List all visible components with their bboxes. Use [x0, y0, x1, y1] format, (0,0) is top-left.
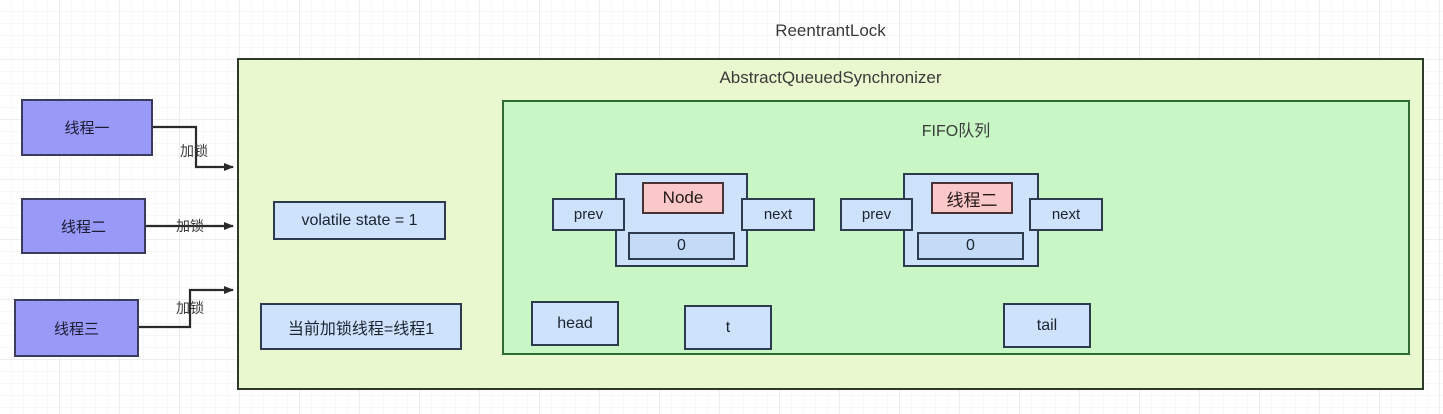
owner-thread-box: 当前加锁线程=线程1: [260, 303, 462, 350]
node-2-next-pointer: next: [1029, 198, 1103, 231]
volatile-state-box: volatile state = 1: [273, 201, 446, 240]
reentrantlock-title: ReentrantLock: [775, 21, 886, 40]
aqs-title: AbstractQueuedSynchronizer: [719, 68, 942, 87]
node-2-prev-pointer: prev: [840, 198, 913, 231]
edge-label-lock-3: 加锁: [176, 300, 204, 316]
thread-box-1[interactable]: 线程一: [21, 99, 153, 156]
node-1-waitstatus: 0: [628, 232, 735, 260]
fifo-title: FIFO队列: [921, 123, 991, 140]
thread-box-3[interactable]: 线程三: [14, 299, 139, 357]
node-1-next-pointer: next: [741, 198, 815, 231]
node-1-header: Node: [642, 182, 724, 214]
edge-label-lock-2: 加锁: [176, 218, 204, 234]
edge-label-lock-1: 加锁: [180, 143, 208, 159]
node-2-header: 线程二: [931, 182, 1013, 214]
node-1-prev-pointer: prev: [552, 198, 625, 231]
tail-pointer-box: tail: [1003, 303, 1091, 348]
head-pointer-box: head: [531, 301, 619, 346]
thread-box-2[interactable]: 线程二: [21, 198, 146, 254]
node-2-waitstatus: 0: [917, 232, 1024, 260]
t-pointer-box: t: [684, 305, 772, 350]
